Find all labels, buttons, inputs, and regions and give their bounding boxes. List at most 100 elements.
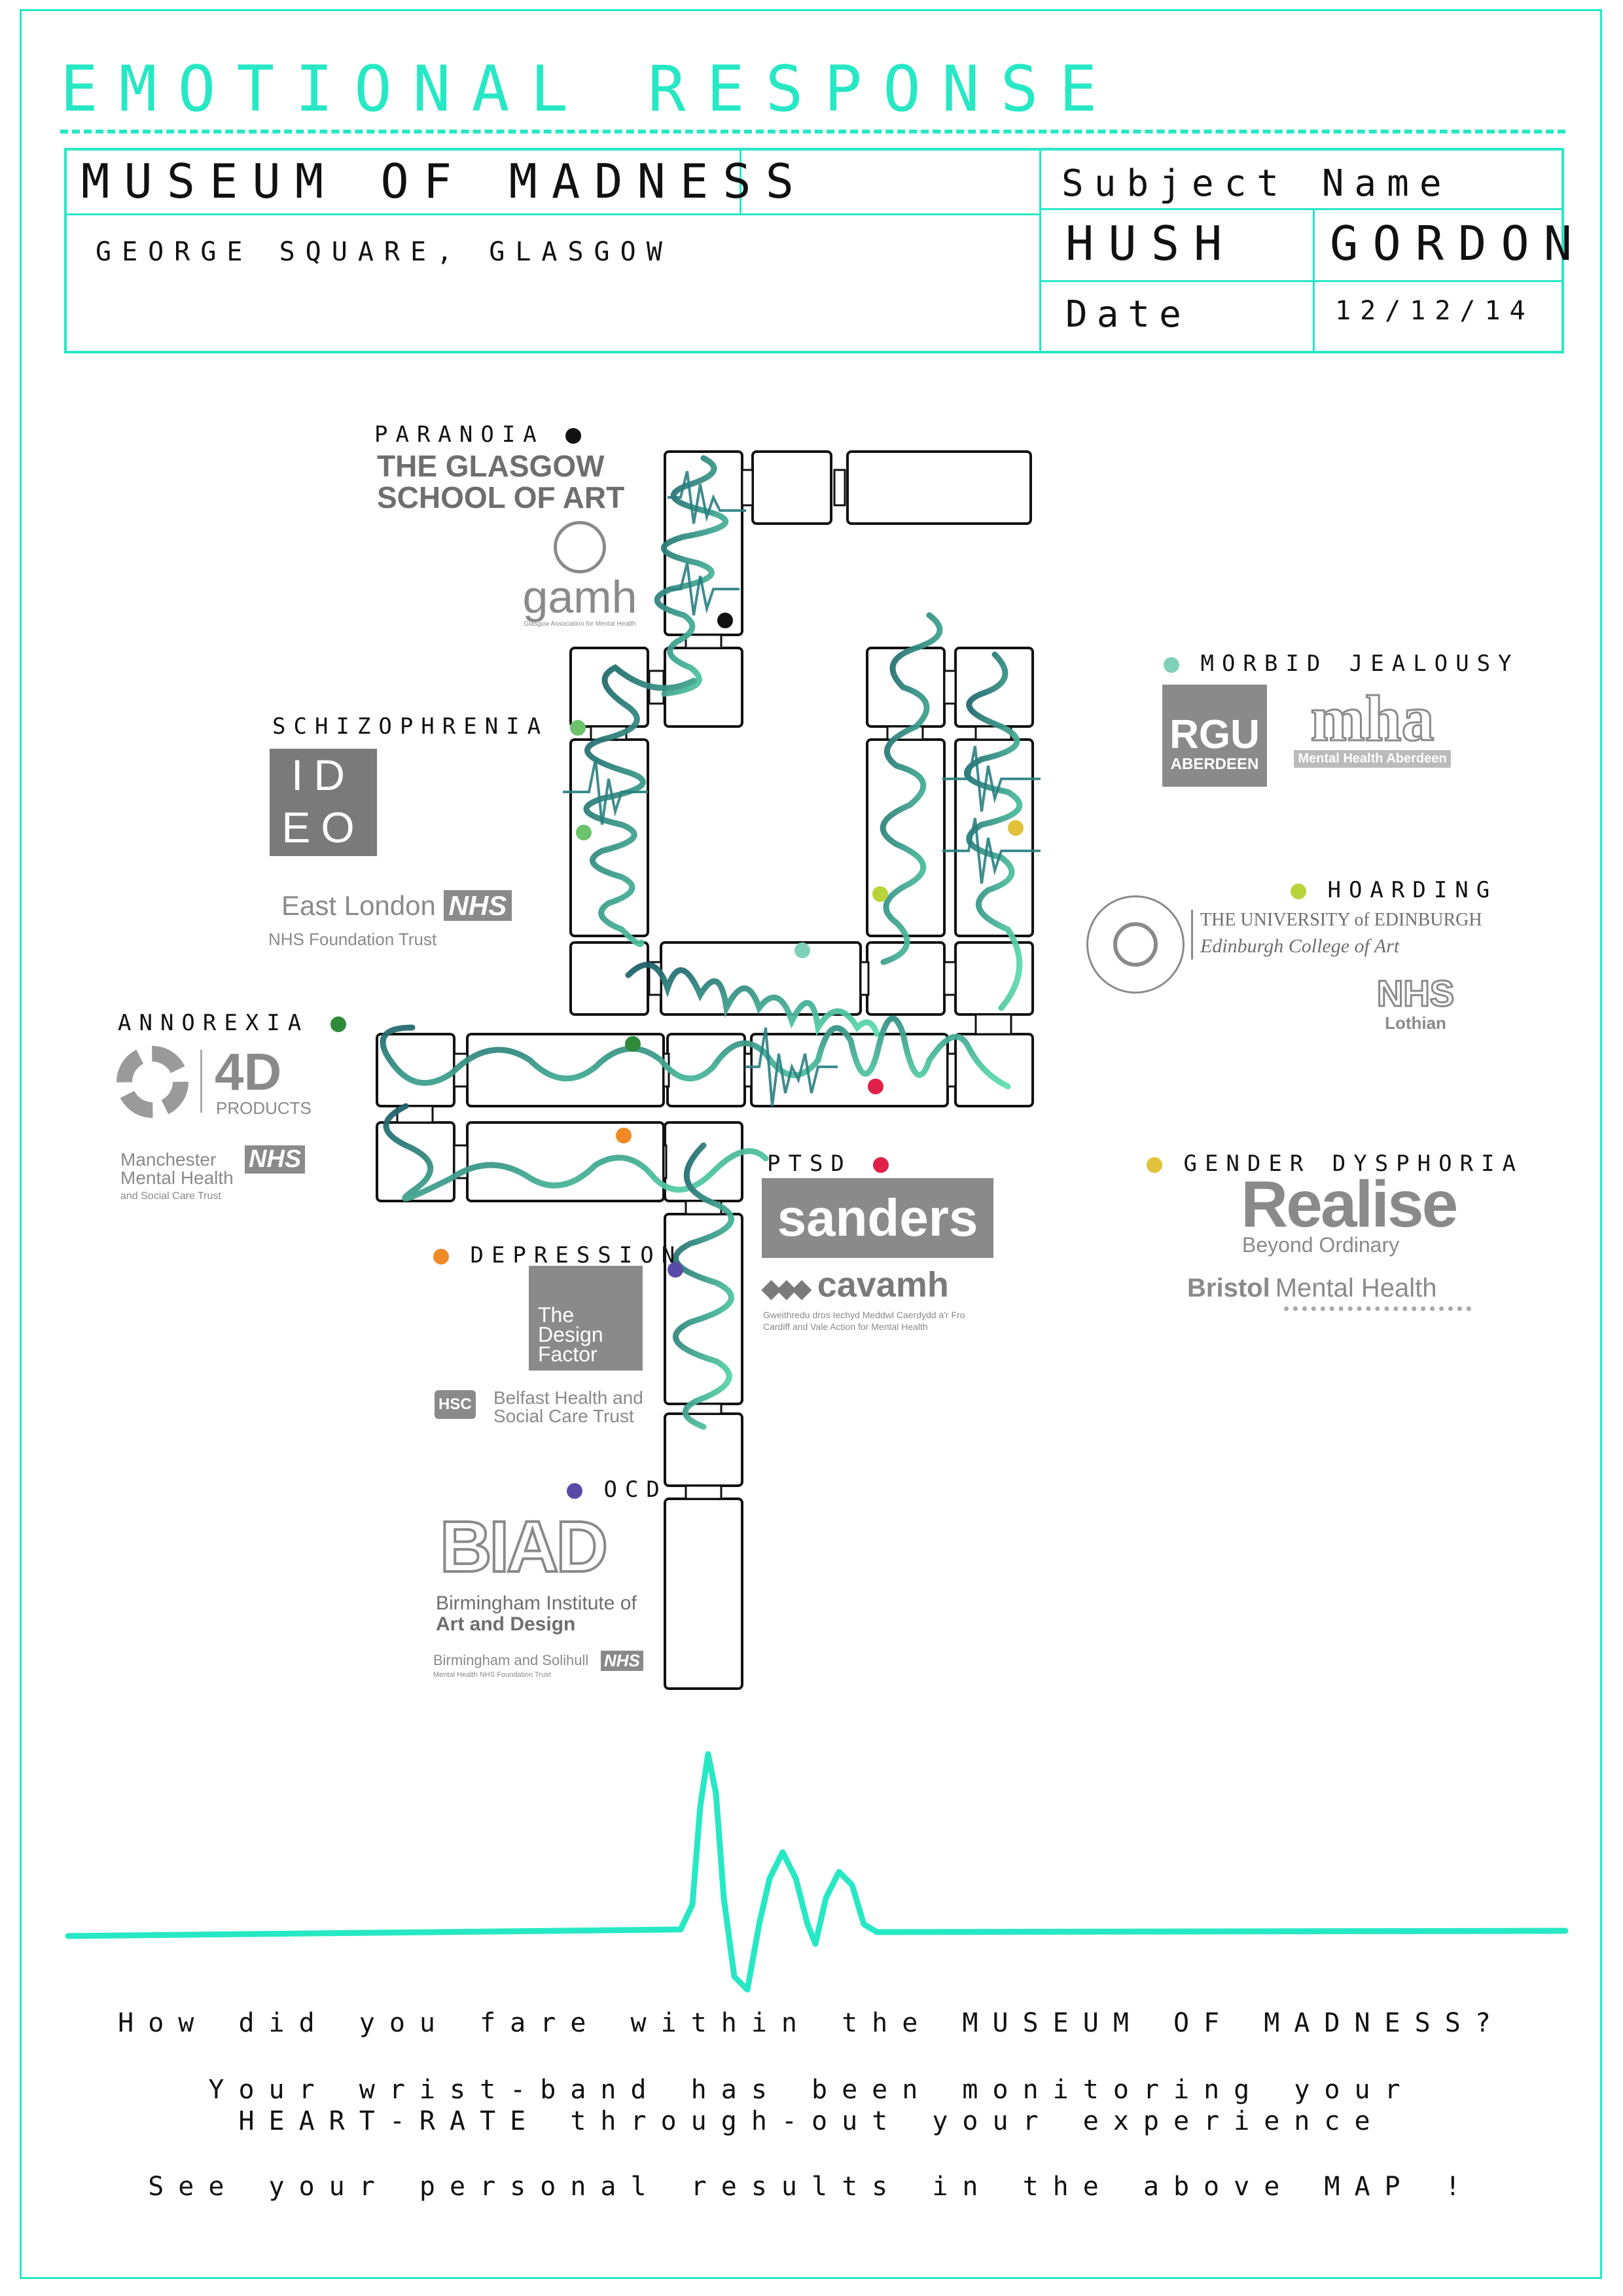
4d-wheel-icon xyxy=(116,1046,188,1118)
logo-line: Mental Health Aberdeen xyxy=(1294,750,1451,768)
logo-line: Social Care Trust xyxy=(493,1406,634,1426)
logo-ideo: ID EO xyxy=(270,749,377,856)
heartbeat-line xyxy=(65,1751,1569,1993)
spike-line xyxy=(942,745,1041,812)
door xyxy=(685,1484,722,1500)
dot-ocd xyxy=(668,1262,683,1278)
logo-line: Manchester xyxy=(120,1149,217,1170)
dot-depression xyxy=(616,1128,632,1143)
venue-address: GEORGE SQUARE, GLASGOW xyxy=(96,237,673,267)
header-divider-subject xyxy=(1039,208,1564,210)
label-text: SCHIZOPHRENIA xyxy=(272,713,549,740)
ribbon-hoarding xyxy=(964,651,1023,1011)
spike-line xyxy=(563,759,648,825)
edinburgh-divider xyxy=(1191,910,1193,960)
label-text: OCD xyxy=(603,1477,668,1503)
logo-line: gamh xyxy=(522,571,637,622)
logo-biad-name: Birmingham Institute of Art and Design xyxy=(436,1593,637,1635)
logo-line: Design xyxy=(538,1323,603,1346)
logo-line: Art and Design xyxy=(436,1613,576,1635)
dot-icon xyxy=(1291,883,1306,899)
logo-line: East London xyxy=(281,890,436,921)
ribbon-schizophrenia xyxy=(583,664,697,947)
label-text: MORBID JEALOUSY xyxy=(1200,651,1520,677)
footer-line-2: Your wrist-band has been monitoring your xyxy=(208,2075,1415,2105)
footer-line-4: See your personal results in the above M… xyxy=(148,2172,1475,2202)
ribbon-paranoia xyxy=(654,455,728,697)
edinburgh-crest-icon xyxy=(1086,895,1185,994)
logo-line: Mental Health xyxy=(1275,1274,1437,1302)
dot-schizophrenia xyxy=(576,825,592,840)
label-ptsd: PTSD xyxy=(767,1151,889,1177)
label-hoarding: HOARDING xyxy=(1291,877,1497,903)
logo-line: Cardiff and Vale Action for Mental Healt… xyxy=(763,1321,928,1332)
dot-icon xyxy=(1164,656,1179,673)
logo-line: Mental Health NHS Foundation Trust xyxy=(433,1671,551,1679)
logo-manchester: Manchester Mental Health and Social Care… xyxy=(120,1151,234,1206)
logo-line: THE UNIVERSITY of EDINBURGH xyxy=(1200,910,1482,930)
logo-line: cavamh xyxy=(817,1265,949,1304)
ribbon-corridor-u xyxy=(625,961,880,1037)
logo-line: Belfast Health and xyxy=(493,1388,643,1408)
logo-line: and Social Care Trust xyxy=(120,1191,221,1202)
dot-ptsd xyxy=(868,1079,883,1094)
spike-line xyxy=(668,471,746,524)
room xyxy=(376,1033,455,1107)
logo-line: EO xyxy=(281,803,365,852)
header-divider-vertical xyxy=(1039,148,1041,353)
door xyxy=(946,1052,957,1088)
logo-line: The xyxy=(538,1303,575,1327)
door xyxy=(974,1013,1012,1035)
logo-realise-sub: Beyond Ordinary xyxy=(1242,1233,1400,1257)
4d-divider xyxy=(200,1050,202,1113)
door xyxy=(943,961,957,996)
logo-line: Mental Health xyxy=(120,1168,234,1188)
label-ocd: OCD xyxy=(567,1477,668,1503)
dot-icon xyxy=(567,1482,582,1499)
label-depression: DEPRESSION xyxy=(433,1242,683,1268)
logo-hsc-badge: HSC xyxy=(435,1390,476,1419)
label-morbid-jealousy: MORBID JEALOUSY xyxy=(1164,651,1520,677)
page-title: EMOTIONAL RESPONSE xyxy=(60,52,1118,126)
logo-line: NHS xyxy=(1376,973,1455,1014)
logo-line: Birmingham and Solihull xyxy=(433,1652,589,1668)
room xyxy=(846,450,1032,525)
dot-gender-dysphoria xyxy=(1008,820,1024,836)
door xyxy=(859,961,870,996)
footer-question: How did you fare within the MUSEUM OF MA… xyxy=(118,2008,1505,2038)
spike-line xyxy=(942,817,1041,884)
logo-line: Edinburgh College of Art xyxy=(1200,935,1400,957)
crest-inner xyxy=(1113,922,1158,967)
logo-line: PRODUCTS xyxy=(216,1098,312,1118)
dot-icon xyxy=(565,427,582,444)
label-text: GENDER DYSPHORIA xyxy=(1183,1151,1524,1177)
room xyxy=(664,1498,743,1690)
label-text: HOARDING xyxy=(1327,877,1498,903)
label-text: PARANOIA xyxy=(374,422,544,448)
logo-line: mha xyxy=(1310,682,1435,755)
logo-design-factor: The Design Factor xyxy=(529,1266,643,1371)
logo-bsol: Birmingham and Solihull Mental Health NH… xyxy=(433,1653,588,1682)
venue-name: MUSEUM OF MADNESS xyxy=(81,154,808,209)
logo-biad: BIAD xyxy=(438,1505,609,1588)
logo-realise: Realise xyxy=(1241,1168,1458,1241)
label-annorexia: ANNOREXIA xyxy=(118,1010,346,1036)
date-value: 12/12/14 xyxy=(1335,296,1535,326)
logo-line: ABERDEEN xyxy=(1170,755,1259,773)
gamh-rings-icon xyxy=(554,521,606,573)
cavamh-arrows-icon: ◆◆◆ xyxy=(762,1275,812,1302)
page-frame xyxy=(20,9,1602,2279)
room xyxy=(866,941,946,1016)
logo-line: SCHOOL OF ART xyxy=(377,480,625,514)
logo-belfast: Belfast Health and Social Care Trust xyxy=(493,1389,643,1426)
logo-line: Glasgow Association for Mental Health xyxy=(524,620,636,628)
ribbon-lower-left xyxy=(383,1103,769,1202)
dot-hoarding xyxy=(872,886,888,902)
logo-cavamh-sub: Gweithredu dros Iechyd Meddwl Caerdydd a… xyxy=(763,1309,965,1333)
logo-manchester-nhs: NHS xyxy=(245,1145,306,1174)
logo-line: Bristol xyxy=(1187,1274,1270,1302)
logo-bsol-nhs: NHS xyxy=(601,1651,643,1671)
header-divider-left xyxy=(64,213,1039,215)
label-text: PTSD xyxy=(767,1151,852,1177)
